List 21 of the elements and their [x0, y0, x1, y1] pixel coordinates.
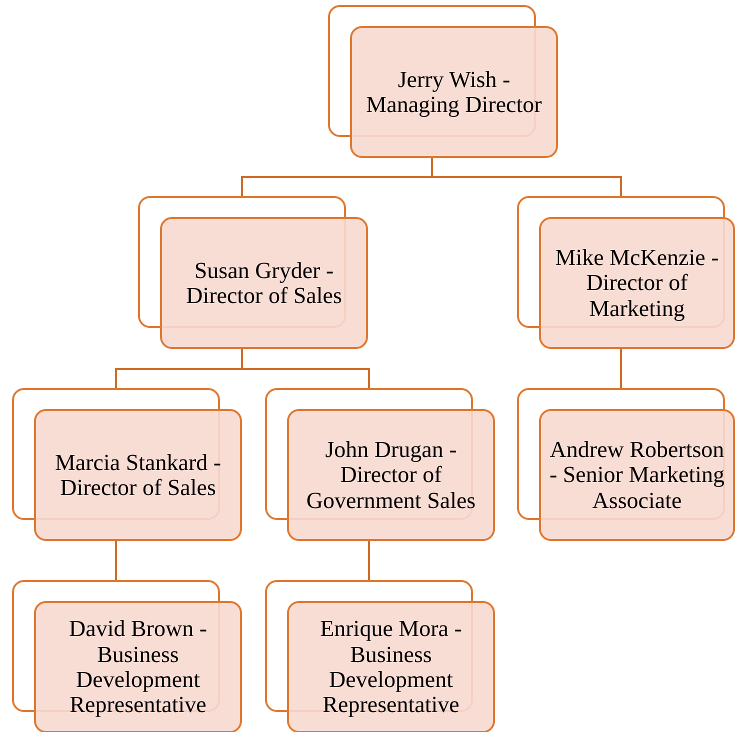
- org-box: [539, 409, 735, 541]
- org-box: [350, 26, 558, 158]
- box-text: Marcia Stankard - Director of Sales: [54, 450, 222, 500]
- box-text: John Drugan - Director of Government Sales: [305, 437, 477, 513]
- box-text: David Brown - Business Development Representative: [68, 616, 208, 718]
- box-text: Andrew Robertson - Senior Marketing Associate: [548, 437, 726, 513]
- org-box: [160, 217, 368, 349]
- org-box: [34, 601, 242, 732]
- connector-line: [241, 349, 370, 388]
- org-box: [34, 409, 242, 541]
- connector-line: [620, 349, 622, 388]
- box-text: Jerry Wish - Managing Director: [365, 66, 543, 118]
- org-box: [287, 409, 495, 541]
- connector-line: [368, 541, 370, 580]
- org-box: [539, 217, 735, 349]
- connector-line: [115, 541, 117, 580]
- org-box: [287, 601, 495, 732]
- connector-line: [431, 158, 622, 196]
- box-text: Susan Gryder - Director of Sales: [185, 258, 343, 308]
- box-text: Enrique Mora - Business Development Representative: [319, 616, 463, 718]
- box-text: Mike McKenzie - Director of Marketing: [554, 245, 720, 321]
